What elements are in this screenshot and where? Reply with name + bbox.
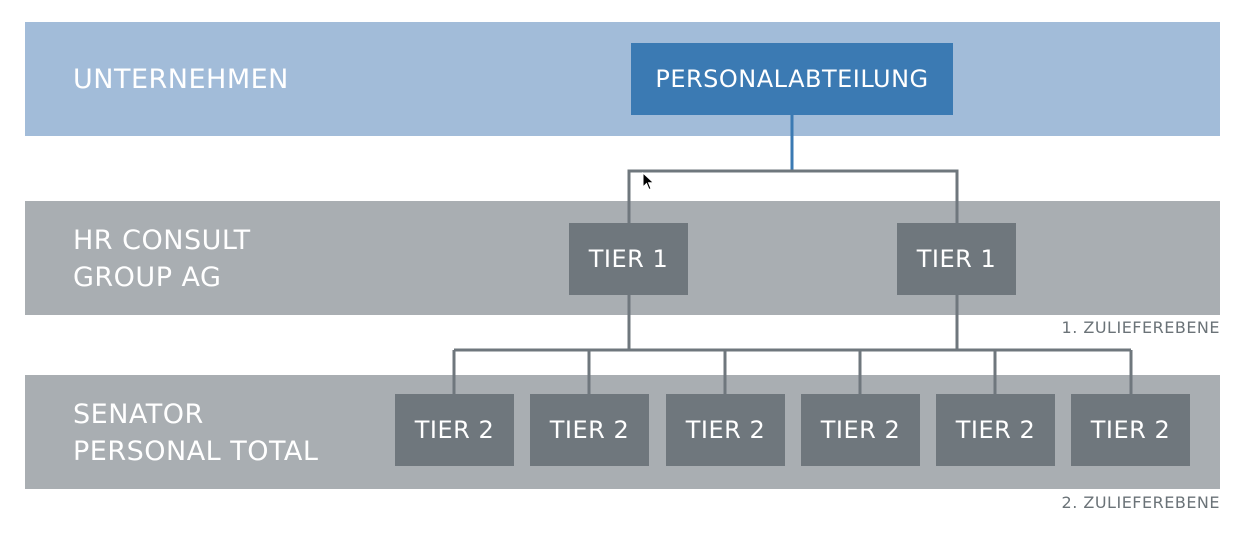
tier1-box: TIER 1 xyxy=(897,223,1016,295)
tier1-box: TIER 1 xyxy=(569,223,688,295)
tier1-connector xyxy=(627,169,959,223)
tier1-band: HR CONSULT GROUP AG xyxy=(25,201,1220,315)
personnel-department-box: PERSONALABTEILUNG xyxy=(631,43,953,115)
tier2-box: TIER 2 xyxy=(936,394,1055,466)
tier2-box: TIER 2 xyxy=(530,394,649,466)
second-supplier-level-label: 2. ZULIEFEREBENE xyxy=(1061,493,1220,512)
tier2-box: TIER 2 xyxy=(395,394,514,466)
tier1-band-label: HR CONSULT GROUP AG xyxy=(73,225,251,293)
mouse-cursor-icon xyxy=(642,172,655,191)
first-supplier-level-label: 1. ZULIEFEREBENE xyxy=(1061,318,1220,337)
tier2-box: TIER 2 xyxy=(801,394,920,466)
company-band-label: UNTERNEHMEN xyxy=(73,64,289,95)
company-band: UNTERNEHMEN xyxy=(25,22,1220,136)
tier2-box: TIER 2 xyxy=(1071,394,1190,466)
tier2-box: TIER 2 xyxy=(666,394,785,466)
tier2-band-label: SENATOR PERSONAL TOTAL xyxy=(73,399,319,467)
